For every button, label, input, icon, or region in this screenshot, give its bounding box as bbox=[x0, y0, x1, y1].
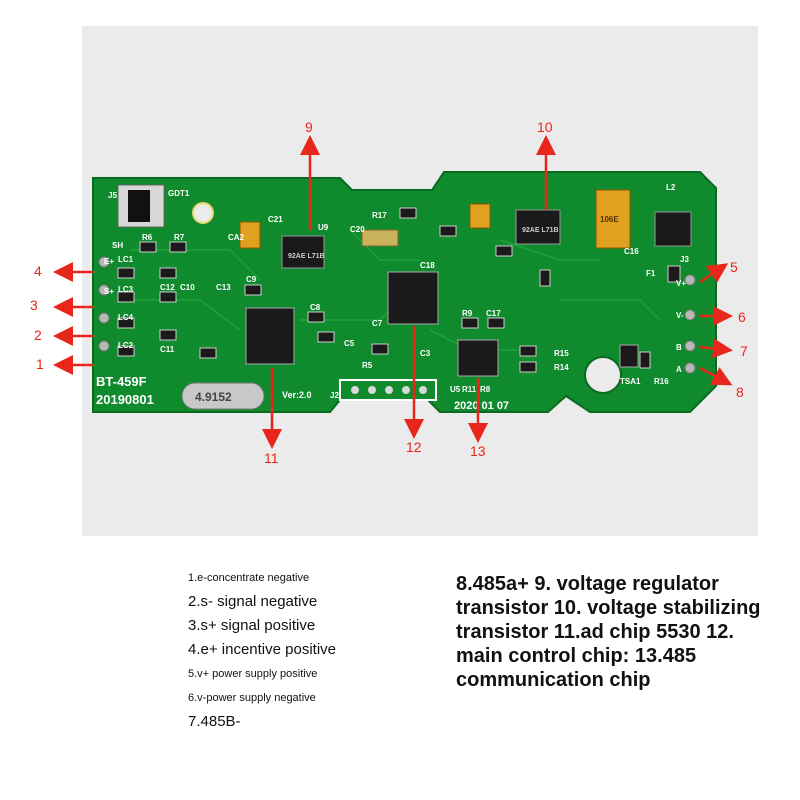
silkscreen-label: TSA1 bbox=[620, 377, 641, 386]
callout-arrows bbox=[53, 135, 733, 449]
callout-12: 12 bbox=[406, 439, 422, 455]
silkscreen-label: C11 bbox=[160, 345, 175, 354]
tantalum-capacitor-large bbox=[595, 189, 631, 249]
smd-components bbox=[117, 207, 681, 373]
callout-9: 9 bbox=[305, 119, 313, 135]
silkscreen-label: L2 bbox=[666, 183, 676, 192]
silkscreen-label: R15 bbox=[554, 349, 569, 358]
mounting-hole bbox=[192, 202, 214, 224]
legend-item-3: 3.s+ signal positive bbox=[188, 617, 316, 634]
tantalum-capacitor bbox=[469, 203, 491, 229]
right-terminal-pads bbox=[684, 274, 696, 374]
callout-8: 8 bbox=[736, 384, 744, 400]
silkscreen-label: U9 bbox=[318, 223, 329, 232]
silkscreen-label: R16 bbox=[654, 377, 669, 386]
silkscreen-label: LC2 bbox=[118, 341, 134, 350]
silkscreen-label: R7 bbox=[174, 233, 185, 242]
legend-right: 8.485a+ 9. voltage regulator transistor … bbox=[456, 573, 761, 691]
silkscreen-label: LC3 bbox=[118, 285, 134, 294]
callout-10: 10 bbox=[537, 119, 553, 135]
tsa1-component bbox=[619, 344, 639, 368]
board-model: BT-459F bbox=[96, 374, 147, 389]
callout-3: 3 bbox=[30, 297, 38, 313]
silkscreen-label: E+ bbox=[104, 257, 114, 266]
u4-ad-chip bbox=[245, 307, 295, 365]
arrow-8 bbox=[699, 366, 733, 386]
silkscreen-label: C9 bbox=[246, 275, 257, 284]
silkscreen-label: R8 bbox=[480, 385, 491, 394]
silkscreen-label: V+ bbox=[676, 279, 686, 288]
chip-mark-u8: 92AE L71B bbox=[522, 227, 559, 234]
main-control-chip bbox=[387, 271, 439, 325]
callout-5: 5 bbox=[730, 259, 738, 275]
silkscreen-label: C16 bbox=[624, 247, 639, 256]
callout-1: 1 bbox=[36, 356, 44, 372]
callout-2: 2 bbox=[34, 327, 42, 343]
silkscreen-label: SH bbox=[112, 241, 123, 250]
silkscreen-label: S+ bbox=[104, 287, 114, 296]
silkscreen-label: R9 bbox=[462, 309, 473, 318]
silkscreen-label: J5 bbox=[108, 191, 117, 200]
left-terminal-pads bbox=[98, 256, 110, 352]
chip-mark-u9: 92AE L71B bbox=[288, 253, 325, 260]
crystal-oscillator bbox=[181, 382, 265, 410]
silkscreen-label: C13 bbox=[216, 283, 231, 292]
silkscreen-label: C17 bbox=[486, 309, 501, 318]
mounting-hole bbox=[584, 356, 622, 394]
u5-485-chip bbox=[457, 339, 499, 377]
silkscreen-label: R11 bbox=[462, 385, 477, 394]
arrow-5 bbox=[699, 263, 729, 284]
silkscreen-label: J3 bbox=[680, 255, 689, 264]
silkscreen-label: B bbox=[676, 343, 682, 352]
silkscreen-label: GDT1 bbox=[168, 189, 190, 198]
legend-item-7: 7.485B- bbox=[188, 713, 241, 730]
silkscreen-label: C10 bbox=[180, 283, 195, 292]
silkscreen-label: J2 bbox=[330, 391, 339, 400]
yellow-capacitor bbox=[361, 229, 399, 247]
silkscreen-label: C3 bbox=[420, 349, 431, 358]
board-date: 20190801 bbox=[96, 392, 154, 407]
callout-11: 11 bbox=[264, 450, 279, 466]
legend-left: 1.e-concentrate negative 2.s- signal neg… bbox=[188, 568, 428, 736]
callout-4: 4 bbox=[34, 263, 42, 279]
silkscreen-label: CA2 bbox=[228, 233, 245, 242]
crystal-mark: 4.9152 bbox=[195, 390, 232, 404]
u8-voltage-stabilizer bbox=[515, 209, 561, 245]
board-date-2: 2020 01 07 bbox=[454, 400, 509, 412]
u9-voltage-regulator bbox=[281, 235, 325, 269]
silkscreen-label: LC1 bbox=[118, 255, 134, 264]
silkscreen-label: C12 bbox=[160, 283, 175, 292]
silkscreen-label: R5 bbox=[362, 361, 373, 370]
silkscreen-label: R17 bbox=[372, 211, 387, 220]
legend-item-1: 1.e-concentrate negative bbox=[188, 572, 310, 584]
cap-mark: 106E bbox=[600, 215, 619, 224]
silkscreen-label: F1 bbox=[646, 269, 656, 278]
board-version: Ver:2.0 bbox=[282, 390, 312, 400]
silkscreen-label: C5 bbox=[344, 339, 355, 348]
silkscreen-label: C20 bbox=[350, 225, 365, 234]
legend-item-6: 6.v-power supply negative bbox=[188, 692, 316, 704]
callout-13: 13 bbox=[470, 443, 486, 459]
silkscreen-label: C7 bbox=[372, 319, 383, 328]
silkscreen-label: C18 bbox=[420, 261, 435, 270]
legend-item-2: 2.s- signal negative bbox=[188, 593, 318, 610]
callout-6: 6 bbox=[738, 309, 746, 325]
tantalum-capacitor bbox=[239, 221, 261, 249]
arrow-7 bbox=[699, 338, 733, 359]
legend-item-4: 4.e+ incentive positive bbox=[188, 641, 337, 658]
silkscreen-label: C8 bbox=[310, 303, 321, 312]
legend-item-5: 5.v+ power supply positive bbox=[188, 668, 318, 680]
silkscreen-label: U5 bbox=[450, 385, 461, 394]
silkscreen-label: A bbox=[676, 365, 682, 374]
silkscreen-label: V- bbox=[676, 311, 684, 320]
inductor-l2 bbox=[654, 211, 692, 247]
silkscreen-label: R14 bbox=[554, 363, 569, 372]
callout-7: 7 bbox=[740, 343, 748, 359]
silkscreen-label: C21 bbox=[268, 215, 283, 224]
silkscreen-label: LC4 bbox=[118, 313, 134, 322]
silkscreen-label: R6 bbox=[142, 233, 153, 242]
